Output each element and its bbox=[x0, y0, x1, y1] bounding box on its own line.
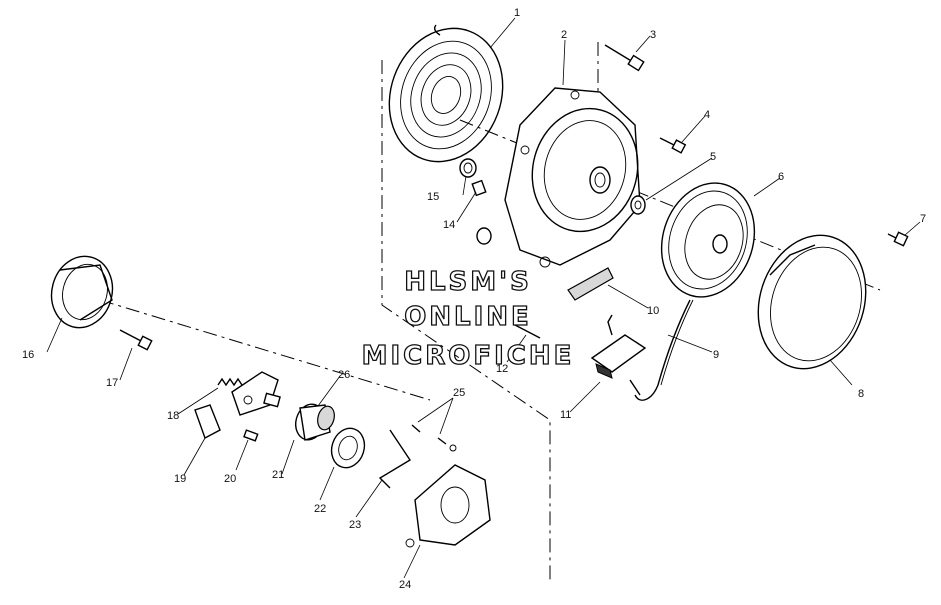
pin-20 bbox=[243, 429, 259, 442]
starter-handle bbox=[590, 314, 647, 396]
callout-15: 15 bbox=[427, 191, 439, 203]
starter-housing bbox=[504, 87, 641, 268]
callout-11: 11 bbox=[560, 409, 571, 421]
mounting-plate bbox=[405, 464, 491, 548]
callout-9: 9 bbox=[713, 349, 719, 361]
bolt-7 bbox=[887, 231, 909, 247]
callout-17: 17 bbox=[106, 377, 118, 389]
callout-18: 18 bbox=[167, 410, 179, 422]
callout-20: 20 bbox=[224, 473, 236, 485]
recoil-spring bbox=[388, 24, 504, 163]
watermark: HLSM'S ONLINE MICROFICHE bbox=[361, 266, 575, 371]
bolt-17 bbox=[119, 329, 153, 351]
ratchet-cup bbox=[50, 255, 114, 329]
callout-labels: 1 2 3 4 5 6 7 8 9 10 11 12 14 15 16 17 1… bbox=[22, 7, 926, 591]
bolt-3 bbox=[604, 44, 645, 72]
callout-6: 6 bbox=[778, 171, 784, 183]
callout-22: 22 bbox=[314, 503, 326, 515]
washer-15 bbox=[459, 158, 477, 178]
callout-21: 21 bbox=[272, 469, 284, 481]
callout-26: 26 bbox=[338, 369, 350, 381]
callout-1: 1 bbox=[514, 7, 520, 19]
starter-cover bbox=[757, 234, 867, 370]
callout-10: 10 bbox=[647, 305, 659, 317]
leader-lines bbox=[46, 17, 921, 579]
pulley bbox=[660, 182, 756, 298]
callout-25: 25 bbox=[453, 387, 465, 399]
bushing-26 bbox=[294, 403, 335, 441]
callout-2: 2 bbox=[561, 29, 567, 41]
callout-14: 14 bbox=[443, 219, 455, 231]
starter-rope bbox=[634, 299, 694, 401]
collar bbox=[476, 227, 492, 245]
watermark-line-2: ONLINE bbox=[404, 302, 532, 332]
bolts-25 bbox=[411, 424, 457, 452]
washer-5 bbox=[630, 195, 646, 215]
ratchet-mechanism bbox=[231, 371, 281, 416]
watermark-line-3: MICROFICHE bbox=[362, 341, 575, 371]
callout-5: 5 bbox=[710, 151, 716, 163]
callout-8: 8 bbox=[858, 388, 864, 400]
watermark-line-1: HLSM'S bbox=[404, 267, 532, 297]
bolt-12 bbox=[514, 324, 541, 339]
seal-22 bbox=[330, 427, 366, 469]
wire-clip-23 bbox=[378, 429, 411, 489]
callout-19: 19 bbox=[174, 473, 186, 485]
fitting-14 bbox=[471, 179, 487, 197]
spring-18 bbox=[217, 377, 243, 387]
callout-24: 24 bbox=[399, 579, 411, 591]
bolt-4 bbox=[659, 137, 687, 154]
callout-4: 4 bbox=[704, 109, 710, 121]
callout-16: 16 bbox=[22, 349, 34, 361]
callout-7: 7 bbox=[920, 213, 926, 225]
wedge-10 bbox=[567, 267, 614, 301]
callout-23: 23 bbox=[349, 519, 361, 531]
callout-12: 12 bbox=[496, 363, 508, 375]
callout-3: 3 bbox=[650, 29, 656, 41]
pawl-19 bbox=[194, 404, 221, 439]
